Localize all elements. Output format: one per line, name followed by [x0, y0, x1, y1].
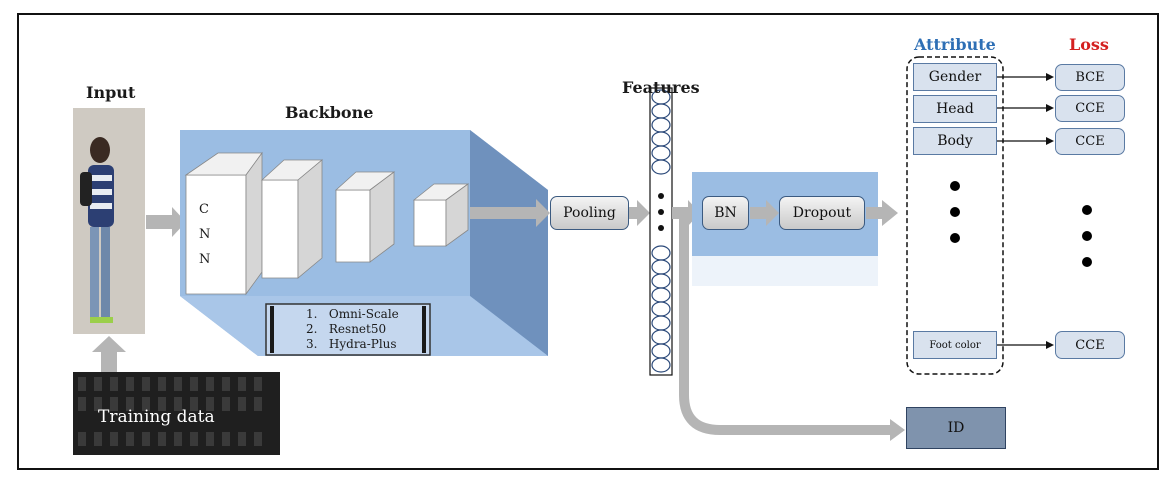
backbone-option-hydra-plus: 3. Hydra-Plus: [306, 337, 397, 351]
arrow-dropout-to-attribute: [866, 200, 898, 226]
attribute-ellipsis-dot: [950, 233, 960, 243]
arrow-training-to-input: [92, 336, 126, 372]
attribute-body: Body: [913, 127, 997, 155]
attribute-container: [906, 56, 1004, 375]
loss-head: CCE: [1055, 95, 1125, 122]
diagram-border: [17, 13, 1159, 470]
features-label: Features: [622, 78, 700, 97]
cnn-layer-4: [412, 183, 470, 247]
cnn-layer-2: [260, 159, 324, 279]
loss-ellipsis-dot: [1082, 205, 1092, 215]
cnn-layer-3: [334, 171, 396, 263]
loss-gender: BCE: [1055, 64, 1125, 91]
cnn-letter-c: C: [199, 202, 209, 217]
attribute-ellipsis-dot: [950, 181, 960, 191]
loss-title: Loss: [1069, 35, 1109, 54]
arrow-features-to-id: [679, 213, 893, 435]
attribute-title: Attribute: [914, 35, 996, 54]
attribute-ellipsis-dot: [950, 207, 960, 217]
backbone-option-resnet50: 2. Resnet50: [306, 322, 387, 336]
dropout-block: Dropout: [779, 196, 865, 230]
cnn-letter-n2: N: [199, 252, 211, 267]
bn-block: BN: [702, 196, 749, 230]
training-data-label: Training data: [98, 407, 215, 427]
backbone-options-frame: [265, 303, 431, 356]
attribute-loss-arrows: [997, 73, 1054, 349]
backbone-option-omni-scale: 1. Omni-Scale: [306, 307, 399, 321]
attribute-foot-color: Foot color: [913, 331, 997, 359]
features-column: [649, 87, 673, 376]
attribute-gender: Gender: [913, 63, 997, 91]
cnn-layer-1: [184, 151, 263, 296]
loss-foot-color: CCE: [1055, 331, 1125, 359]
pooling-block: Pooling: [550, 196, 629, 230]
arrow-backbone-to-pooling: [470, 199, 550, 227]
id-block: ID: [906, 407, 1006, 449]
loss-ellipsis-dot: [1082, 257, 1092, 267]
loss-body: CCE: [1055, 128, 1125, 155]
loss-ellipsis-dot: [1082, 231, 1092, 241]
backbone-label: Backbone: [285, 103, 374, 122]
arrow-bn-to-dropout: [750, 200, 779, 226]
input-person-image: [73, 108, 145, 334]
arrow-pooling-to-features: [629, 200, 650, 226]
attribute-head: Head: [913, 95, 997, 123]
arrow-input-to-backbone: [146, 207, 186, 237]
input-label: Input: [86, 83, 136, 102]
training-data-image: [73, 372, 280, 455]
cnn-letter-n1: N: [199, 227, 211, 242]
